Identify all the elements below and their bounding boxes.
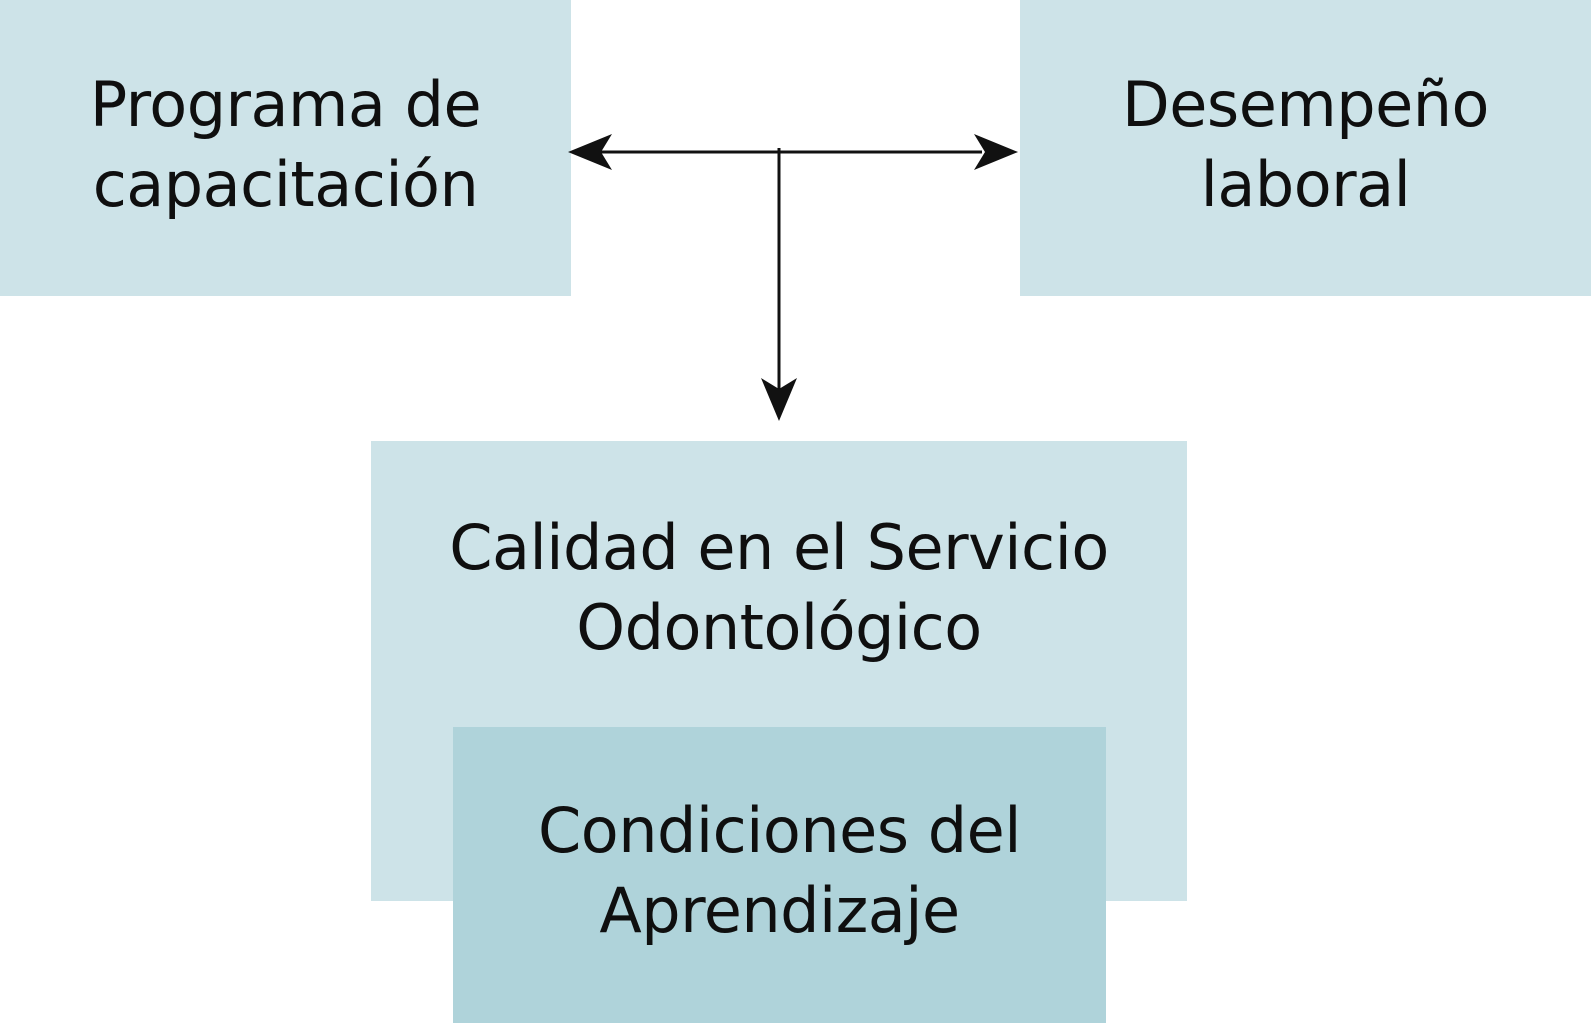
node-programa-text: Programa de capacitación [89,65,482,225]
node-calidad-text: Calidad en el Servicio Odontológico [449,508,1109,668]
arrowhead-left-icon [568,134,612,170]
node-desempeno-laboral: Desempeño laboral [1020,0,1591,296]
node-desempeno-text: Desempeño laboral [1122,65,1489,225]
node-condiciones-text: Condiciones del Aprendizaje [537,791,1022,951]
node-condiciones-line-2: Aprendizaje [599,874,960,947]
node-calidad-line-1: Calidad en el Servicio [449,511,1109,584]
node-calidad-line-2: Odontológico [576,591,982,664]
arrowhead-right-icon [974,134,1018,170]
node-programa-de-capacitacion: Programa de capacitación [0,0,571,296]
node-condiciones-line-1: Condiciones del [537,794,1022,867]
arrowhead-down-icon [761,378,797,421]
node-condiciones-del-aprendizaje: Condiciones del Aprendizaje [453,727,1106,1023]
node-programa-line-1: Programa de [89,68,482,141]
node-desempeno-line-2: laboral [1200,148,1411,221]
node-programa-line-2: capacitación [92,148,479,221]
node-desempeno-line-1: Desempeño [1122,68,1489,141]
